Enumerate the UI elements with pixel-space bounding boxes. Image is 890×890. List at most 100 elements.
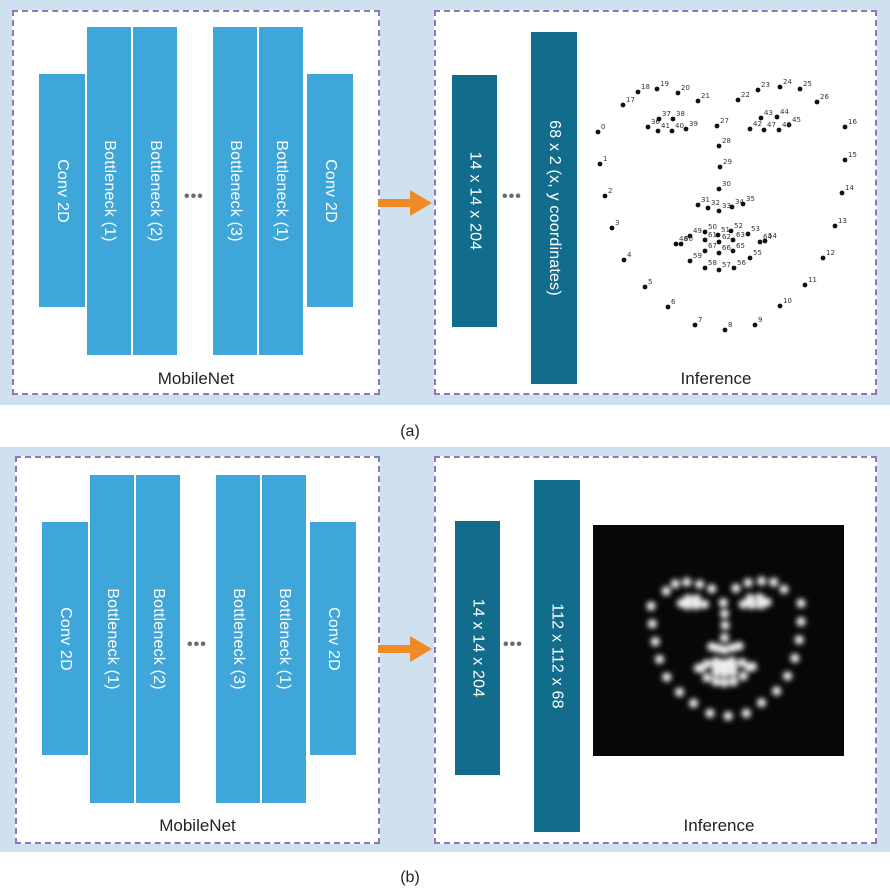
panel-a-caption: (a) [400,423,420,440]
mobilenet-box-a: Conv 2D Bottleneck (1) Bottleneck (2) ••… [12,10,380,395]
conv2d-block-a-1: Conv 2D [39,74,85,307]
bottleneck-block-b-2: Bottleneck (2) [136,475,180,803]
heatmap-spot-1 [647,619,657,629]
bottleneck-block-b-3: Bottleneck (3) [216,475,260,803]
inference-box-a: 14 x 14 x 204 ••• 68 x 2 (x, y coordinat… [434,10,877,395]
heatmap-spot-40 [691,600,701,610]
heatmap-spot-9 [741,708,751,718]
heatmap-spot-55 [738,671,748,681]
block-label: Bottleneck (3) [227,140,245,242]
block-label: Bottleneck (1) [273,140,291,242]
mobilenet-box-b: Conv 2D Bottleneck (1) Bottleneck (2) ••… [15,456,380,844]
bottleneck-block-a-4: Bottleneck (1) [259,27,303,355]
heatmap-spot-30 [719,633,730,643]
heatmap-spot-2 [650,637,660,647]
heatmap-spot-12 [783,671,793,681]
heatmap-spot-39 [699,599,709,609]
heatmap-spot-44 [755,593,765,603]
block-label: 14 x 14 x 204 [466,151,484,251]
heatmap-spot-3 [654,654,665,664]
mobilenet-label-b: MobileNet [159,816,236,835]
conv2d-block-b-1: Conv 2D [42,522,88,755]
heatmap-spot-47 [747,600,757,610]
heatmap-spot-41 [682,600,692,610]
heatmap-spot-35 [734,641,744,651]
heatmap-spot-23 [743,578,753,588]
arrow-icon-a [378,190,432,216]
block-label: 14 x 14 x 204 [469,598,487,698]
heatmap-spot-26 [779,584,789,594]
heatmap-spot-7 [705,708,715,718]
heatmap-spot-42 [738,599,748,609]
heatmap-spot-67 [711,667,721,677]
arrow-icon-b [378,636,432,662]
heatmap-spot-4 [662,672,672,682]
heatmap-spot-33 [719,645,730,655]
heatmap-spot-64 [744,662,754,672]
block-label: Conv 2D [57,606,74,671]
bottleneck-block-b-1: Bottleneck (1) [90,475,134,803]
heatmap-spot-14 [794,635,804,645]
bottleneck-block-a-3: Bottleneck (3) [213,27,257,355]
heatmap-size-block-b: 112 x 112 x 68 [534,480,580,832]
heatmap-spot-17 [661,586,671,596]
heatmap-spot-15 [796,617,806,627]
heatmap-spot-19 [682,577,692,587]
ellipsis-inference-b: ••• [503,636,523,653]
bottleneck-block-a-2: Bottleneck (2) [133,27,177,355]
heatmap-spot-29 [720,620,730,630]
heatmap-spot-22 [731,583,741,593]
heatmap-spot-21 [707,584,717,594]
mobilenet-label-a: MobileNet [157,369,235,388]
heatmap-spot-16 [796,598,806,608]
bottleneck-block-b-4: Bottleneck (1) [262,475,306,803]
block-label: Bottleneck (3) [230,588,248,690]
ellipsis-a: ••• [184,188,204,205]
heatmap-spot-60 [696,663,706,673]
block-label: Bottleneck (2) [150,588,168,690]
heatmap-spot-8 [723,711,733,721]
heatmap-spot-46 [756,600,766,610]
heatmap-spot-18 [670,579,680,589]
conv2d-block-a-2: Conv 2D [307,74,353,307]
inference-label-b: Inference [683,816,755,835]
heatmap-spot-59 [702,673,712,683]
panel-b-caption: (b) [400,869,420,886]
block-label: Bottleneck (2) [147,140,165,242]
heatmap-spot-57 [719,678,730,688]
feature-block-b: 14 x 14 x 204 [455,521,500,775]
inference-label-a: Inference [680,369,752,388]
heatmap-spot-27 [718,598,728,608]
feature-block-a: 14 x 14 x 204 [452,75,497,327]
conv2d-block-b-2: Conv 2D [310,522,356,755]
block-label: Conv 2D [54,158,71,223]
heatmap-spot-5 [674,687,685,697]
heatmap-spot-0 [646,601,656,611]
heatmap-spot-10 [756,698,767,708]
coordinates-block-a: 68 x 2 (x, y coordinates) [531,32,577,384]
ellipsis-b: ••• [187,636,207,653]
heatmap-spot-25 [769,577,779,587]
heatmap-spot-66 [719,668,730,678]
heatmap-spot-24 [756,576,767,586]
block-label: 68 x 2 (x, y coordinates) [546,120,563,296]
block-label: Bottleneck (1) [104,588,122,690]
heatmap-spot-28 [719,609,730,619]
bottleneck-block-a-1: Bottleneck (1) [87,27,131,355]
heatmap-spot-56 [729,677,739,687]
heatmap-spot-58 [711,677,721,687]
block-label: 112 x 112 x 68 [549,603,566,709]
heatmap-spot-65 [728,667,738,677]
heatmap-spot-11 [772,686,782,696]
heatmap-spot-6 [688,698,699,708]
block-label: Conv 2D [325,606,342,671]
ellipsis-inference-a: ••• [502,188,522,205]
heatmap-spot-38 [691,594,702,604]
heatmap-spot-13 [790,653,800,663]
block-label: Bottleneck (1) [101,140,119,242]
heatmap-spot-20 [695,579,705,589]
block-label: Conv 2D [322,158,339,223]
heatmap-spot-37 [683,594,693,604]
landmark-heatmap-image [593,525,844,756]
block-label: Bottleneck (1) [276,588,294,690]
